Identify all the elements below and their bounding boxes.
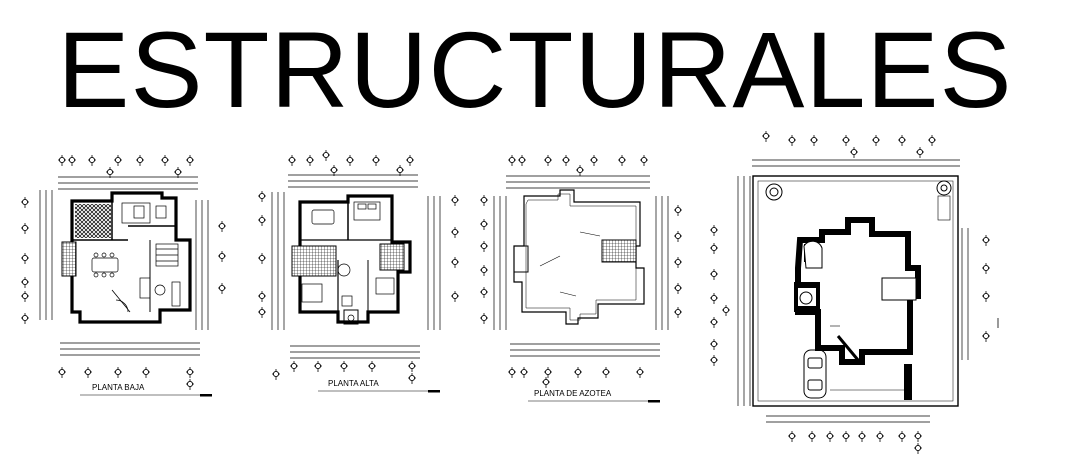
axis-markers-top — [761, 130, 937, 159]
axis-markers-right — [981, 234, 999, 343]
dimension-band-left — [39, 190, 53, 320]
dimension-band-right — [427, 196, 441, 330]
trees — [765, 180, 952, 221]
axis-markers-right — [450, 194, 460, 303]
stair-grid-2 — [379, 243, 405, 271]
garden-wall — [904, 364, 912, 400]
dimension-band-left — [737, 176, 751, 406]
axis-markers-bottom — [787, 430, 923, 455]
kitchen-floor-hatch — [75, 204, 111, 238]
axis-markers-top — [507, 154, 649, 177]
dimension-band-right — [961, 228, 969, 360]
page-title: ESTRUCTURALES — [57, 9, 1013, 130]
plan-label-planta-baja: PLANTA BAJA — [92, 383, 145, 392]
house-footprint — [794, 217, 921, 365]
roof-outline — [513, 189, 645, 325]
axis-markers-left — [257, 190, 267, 319]
axis-markers-top — [287, 149, 415, 177]
dimension-band-left — [271, 192, 285, 330]
axis-markers-left — [20, 196, 30, 325]
axis-markers-bottom — [507, 366, 645, 389]
dimension-band-right — [655, 196, 669, 330]
furniture — [301, 201, 395, 325]
stair-grid — [61, 241, 77, 277]
dimension-band-top — [506, 175, 650, 189]
stair-grid — [291, 245, 337, 277]
car-icon — [803, 349, 827, 399]
dimension-band-top — [752, 159, 960, 167]
plan-planta-de-azotea: PLANTA DE AZOTEA — [479, 154, 683, 403]
dimension-band-right — [195, 200, 209, 330]
plan-label-planta-de-azotea: PLANTA DE AZOTEA — [534, 389, 612, 398]
dimension-band-top — [58, 176, 198, 190]
roof-stair-box — [513, 245, 529, 273]
plan-site — [709, 130, 999, 455]
axis-markers-right — [673, 204, 683, 319]
axis-markers-left — [709, 224, 731, 367]
lot-boundary — [752, 175, 959, 407]
dimension-band-bottom — [290, 345, 420, 359]
dimension-band-bottom — [510, 343, 660, 357]
plan-label-planta-alta: PLANTA ALTA — [328, 379, 379, 388]
dimension-band-top — [288, 174, 418, 188]
plan-planta-alta: PLANTA ALTA — [257, 149, 460, 393]
plan-planta-baja: PLANTA BAJA — [20, 154, 227, 397]
dimension-band-bottom — [766, 415, 930, 423]
dimension-band-left — [493, 196, 507, 330]
axis-markers-right — [217, 220, 227, 295]
roof-stair-grid — [601, 239, 637, 263]
axis-markers-left — [479, 194, 489, 325]
furniture — [91, 202, 181, 313]
dimension-band-bottom — [60, 342, 200, 356]
axis-markers-top — [57, 154, 195, 179]
